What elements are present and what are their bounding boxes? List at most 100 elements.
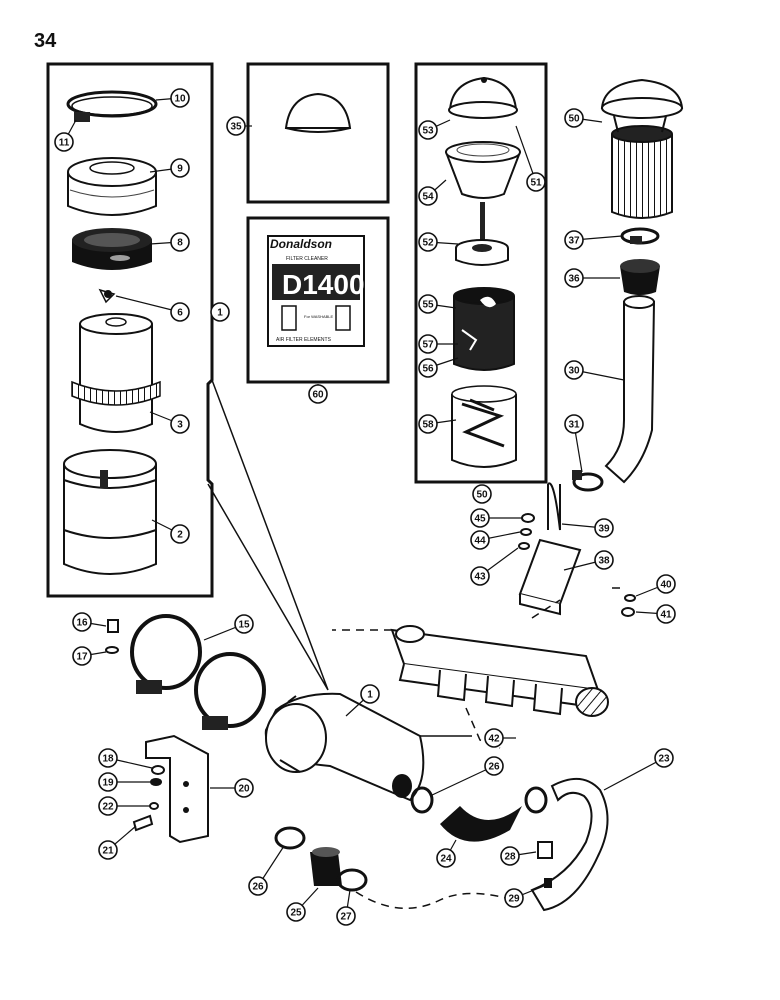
- callout-circle: [564, 230, 584, 250]
- callout-1: 1: [210, 302, 230, 322]
- callout-circle: [248, 876, 268, 896]
- callout-label: 24: [440, 854, 452, 865]
- hose-clamp-27: [336, 868, 368, 892]
- callout-58: 58: [418, 414, 457, 434]
- wing-nut: [98, 288, 116, 304]
- callout-label: 50: [476, 490, 488, 501]
- precleaner-assembly: [600, 78, 684, 219]
- callout-circle: [226, 116, 246, 136]
- callout-23: 23: [603, 748, 674, 791]
- cleaner-frame: [246, 216, 390, 384]
- callout-circle: [472, 484, 492, 504]
- callout-circle: [170, 232, 190, 252]
- filter-cleaner-box: Donaldson FILTER CLEANER D1400 For WASHA…: [267, 235, 365, 347]
- box-model: D1400: [282, 269, 365, 300]
- clamp-ring: [66, 90, 158, 122]
- filter-element: [71, 313, 161, 433]
- precleaner-screen: [453, 287, 515, 371]
- callout-circle: [436, 848, 456, 868]
- callout-leader: [603, 757, 665, 791]
- callout-label: 36: [568, 274, 580, 285]
- callout-40: 40: [635, 574, 676, 597]
- callout-circle: [308, 384, 328, 404]
- callout-label: 54: [422, 192, 434, 203]
- callout-circle: [500, 846, 520, 866]
- hose-clamp-31: [572, 470, 604, 492]
- callout-label: 18: [102, 754, 114, 765]
- callout-label: 53: [422, 126, 434, 137]
- callout-circle: [98, 748, 118, 768]
- callout-circle: [72, 646, 92, 666]
- callout-circle: [170, 88, 190, 108]
- hose-clamp-26-right: [524, 786, 548, 814]
- callout-16: 16: [72, 612, 107, 632]
- elbow-hose-24: [440, 806, 522, 842]
- callout-label: 35: [230, 122, 242, 133]
- callout-circle: [72, 612, 92, 632]
- callout-52: 52: [418, 232, 459, 252]
- callout-17: 17: [72, 646, 107, 666]
- callout-43: 43: [470, 547, 519, 586]
- callout-label: 45: [474, 514, 486, 525]
- hose-clamp-26-lower: [274, 826, 306, 850]
- precleaner-cap: [448, 76, 518, 119]
- callout-label: 1: [367, 690, 373, 701]
- callout-circle: [98, 840, 118, 860]
- support-bracket-20: [145, 734, 209, 844]
- cap-28: [537, 841, 553, 859]
- cap-frame: [246, 62, 390, 204]
- air-cleaner-body: [264, 692, 425, 802]
- callout-label: 26: [252, 882, 264, 893]
- callout-label: 42: [488, 734, 500, 745]
- callout-circle: [170, 158, 190, 178]
- callout-label: 43: [474, 572, 486, 583]
- callout-circle: [418, 334, 438, 354]
- callout-50: 50: [472, 484, 492, 504]
- callout-label: 58: [422, 420, 434, 431]
- callout-55: 55: [418, 294, 457, 314]
- left-assembly-frame: [46, 62, 214, 598]
- callout-circle: [418, 294, 438, 314]
- callout-label: 25: [290, 908, 302, 919]
- washer-18: [151, 765, 165, 775]
- callout-leader: [429, 765, 495, 797]
- precleaner-bowl: [451, 385, 517, 468]
- callout-circle: [336, 906, 356, 926]
- callout-label: 50: [568, 114, 580, 125]
- callout-circle: [98, 772, 118, 792]
- callout-circle: [418, 358, 438, 378]
- callout-28: 28: [500, 846, 537, 866]
- callout-label: 27: [340, 912, 352, 923]
- callout-leader: [515, 125, 537, 183]
- callout-35: 35: [226, 116, 252, 136]
- callout-label: 9: [177, 164, 183, 175]
- callout-circle: [654, 748, 674, 768]
- fitting-29: [544, 878, 552, 888]
- callout-circle: [418, 414, 438, 434]
- callout-circle: [98, 796, 118, 816]
- callout-10: 10: [155, 88, 190, 108]
- callout-circle: [564, 108, 584, 128]
- callout-circle: [170, 302, 190, 322]
- callout-39: 39: [561, 518, 614, 538]
- callout-label: 21: [102, 846, 114, 857]
- callout-label: 38: [598, 556, 610, 567]
- callout-circle: [54, 132, 74, 152]
- callout-label: 17: [76, 652, 88, 663]
- callout-6: 6: [115, 295, 190, 322]
- callout-label: 29: [508, 894, 520, 905]
- callout-label: 60: [312, 390, 324, 401]
- callout-31: 31: [564, 414, 584, 473]
- callout-8: 8: [149, 232, 190, 252]
- callout-circle: [594, 518, 614, 538]
- callout-circle: [418, 120, 438, 140]
- mounting-bracket-38: [518, 538, 582, 616]
- callout-21: 21: [98, 825, 137, 860]
- callout-label: 31: [568, 420, 580, 431]
- callout-label: 3: [177, 420, 183, 431]
- callout-label: 37: [568, 236, 580, 247]
- callout-1: 1: [345, 684, 380, 717]
- nut-45: [521, 513, 535, 523]
- callout-label: 11: [59, 138, 70, 149]
